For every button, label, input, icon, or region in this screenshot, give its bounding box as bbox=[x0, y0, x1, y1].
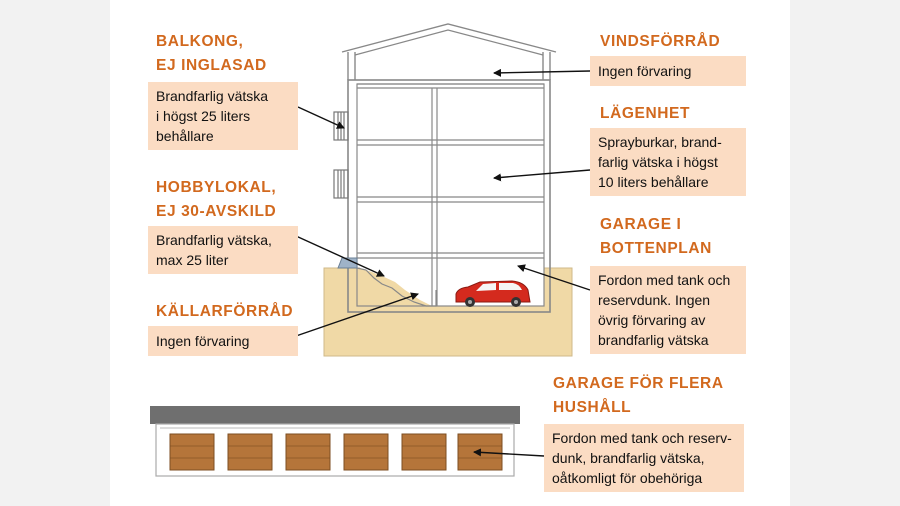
box-lagenhet: Sprayburkar, brand-farlig vätska i högst… bbox=[590, 128, 746, 196]
roof-inner bbox=[354, 29, 544, 56]
heading-hobby: HOBBYLOKAL,EJ 30-AVSKILD bbox=[156, 179, 277, 220]
arrow-kallar bbox=[295, 292, 419, 337]
heading-vind: VINDSFÖRRÅD bbox=[600, 33, 721, 50]
heading-kallar: KÄLLARFÖRRÅD bbox=[156, 303, 294, 320]
box-kallar: Ingen förvaring bbox=[148, 326, 298, 356]
garage-doors bbox=[169, 433, 503, 471]
heading-balkong: BALKONG,EJ INGLASAD bbox=[156, 33, 267, 74]
arrow-garage-flera bbox=[473, 448, 545, 457]
floor-slabs bbox=[357, 83, 544, 259]
garage-body bbox=[155, 423, 515, 477]
arrow-balkong bbox=[297, 106, 345, 129]
box-garage-flera: Fordon med tank och reserv-dunk, brandfa… bbox=[544, 424, 744, 492]
heading-lagenhet: LÄGENHET bbox=[600, 105, 691, 122]
balcony-lower bbox=[333, 169, 349, 199]
box-hobby: Brandfarlig vätska,max 25 liter bbox=[148, 226, 298, 274]
arrow-garage-botten bbox=[517, 264, 591, 291]
roof bbox=[341, 23, 557, 80]
entrance-step bbox=[337, 257, 358, 269]
arrow-lagenhet bbox=[493, 169, 591, 182]
car-icon bbox=[455, 280, 531, 307]
garage-roof bbox=[150, 406, 520, 424]
box-vind: Ingen förvaring bbox=[590, 56, 746, 86]
arrow-vind bbox=[493, 68, 591, 77]
arrow-hobby bbox=[295, 235, 385, 277]
